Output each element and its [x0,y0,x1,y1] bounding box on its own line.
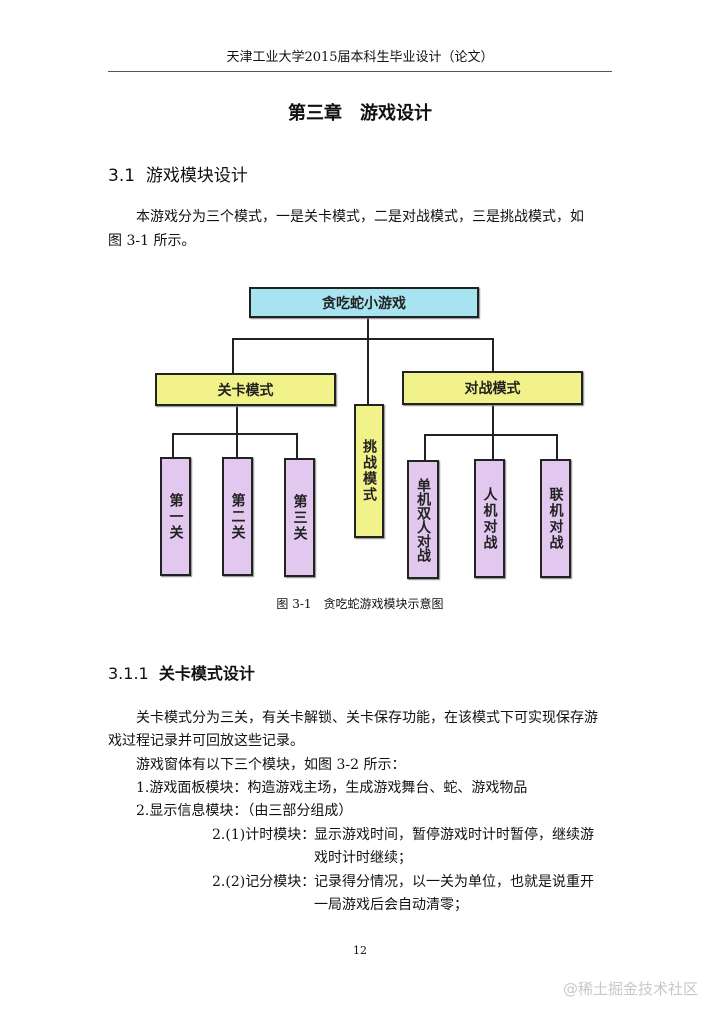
paragraph-2: 游戏窗体有以下三个模块，如图 3-2 所示： [136,757,406,773]
diagram-root-node: 贪吃蛇小游戏 [249,287,479,318]
diagram-pve-node: 人机对战 [474,459,505,578]
intro-line-1: 本游戏分为三个模式，一是关卡模式，二是对战模式，三是挑战模式，如 [136,209,584,225]
section-heading: 3.1 游戏模块设计 [108,161,248,186]
figure-caption: 图 3-1 贪吃蛇游戏模块示意图 [276,597,444,611]
section-number: 3.1 [108,166,136,186]
diagram-challenge-mode-node: 挑战模式 [354,404,384,538]
header-rule [108,71,612,72]
diagram-local-pvp-node: 单机双人对战 [407,460,439,579]
subsection-number: 3.1.1 [108,664,149,683]
diagram-online-node: 联机对战 [540,459,571,578]
diagram-level-1-node: 第一关 [160,457,191,576]
diagram-level-3-node: 第三关 [284,458,315,577]
watermark: @稀土掘金技术社区 [562,980,698,998]
chapter-title: 第三章 游戏设计 [288,103,432,124]
sub-item-2-line-2: 一局游戏后会自动清零； [314,897,468,913]
paragraph-1-line-1: 关卡模式分为三关，有关卡解锁、关卡保存功能，在该模式下可实现保存游 [136,710,598,726]
sub-item-1-label: 2.(1)计时模块： [212,827,316,843]
sub-item-1-line-1: 显示游戏时间，暂停游戏时计时暂停，继续游 [314,827,594,843]
subsection-heading: 3.1.1 关卡模式设计 [108,660,255,684]
diagram-level-2-node: 第二关 [222,457,253,576]
page-number: 12 [353,944,367,957]
sub-item-2-line-1: 记录得分情况，以一关为单位，也就是说重开 [314,874,594,890]
running-header: 天津工业大学2015届本科生毕业设计（论文） [226,50,494,65]
section-title: 游戏模块设计 [145,166,248,186]
sub-item-2-label: 2.(2)记分模块： [212,874,316,890]
diagram-battle-mode-node: 对战模式 [402,371,583,405]
list-item-1: 1.游戏面板模块：构造游戏主场，生成游戏舞台、蛇、游戏物品 [136,780,528,796]
paragraph-1-line-2: 戏过程记录并可回放这些记录。 [108,733,304,749]
sub-item-1-line-2: 戏时计时继续； [314,850,412,866]
diagram-level-mode-node: 关卡模式 [155,373,336,406]
intro-line-2: 图 3-1 所示。 [108,233,196,249]
subsection-title: 关卡模式设计 [158,664,255,683]
list-item-2: 2.显示信息模块：（由三部分组成） [136,803,353,819]
